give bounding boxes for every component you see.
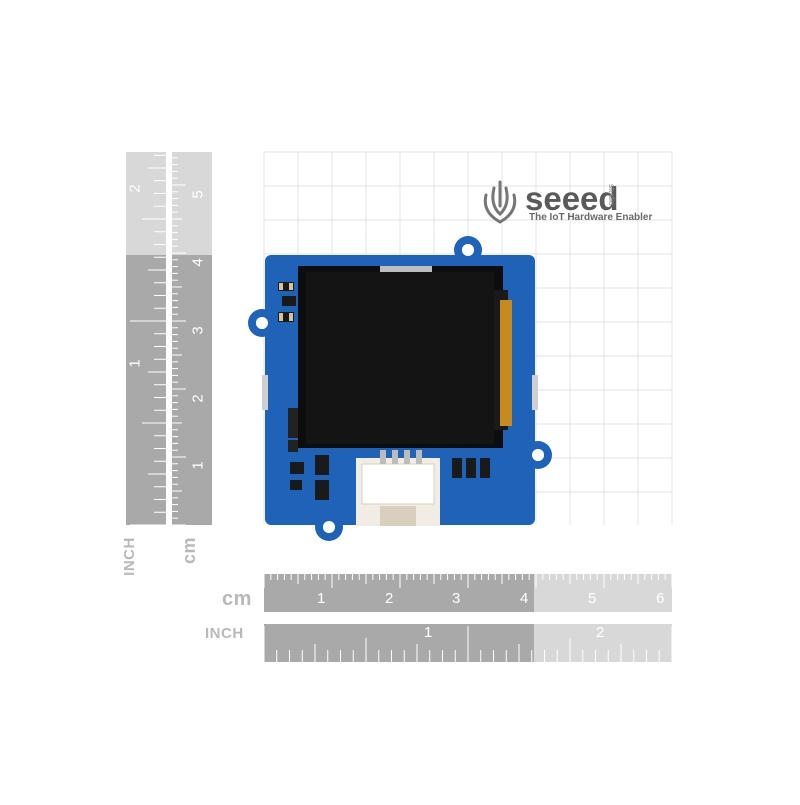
vcm-number-2: 2 (189, 394, 207, 403)
cm-number-1: 1 (317, 590, 326, 607)
cm-label: cm (222, 588, 252, 610)
vertical-inch-ruler (126, 152, 166, 526)
vertical-inch-label: INCH (120, 537, 138, 576)
grove-oled-board (248, 236, 552, 541)
smd-components (278, 282, 490, 500)
brand-sub: studio (607, 184, 616, 206)
horizontal-cm-ruler (263, 574, 673, 612)
cm-number-5: 5 (588, 590, 597, 607)
brand-name: seeed (525, 180, 619, 217)
horizontal-inch-ruler (263, 624, 673, 662)
vertical-cm-ruler (172, 152, 212, 526)
vcm-number-3: 3 (189, 326, 207, 335)
vcm-number-1: 1 (189, 461, 207, 470)
vertical-cm-label: cm (179, 536, 200, 565)
cm-number-2: 2 (385, 590, 394, 607)
inch-number-2: 2 (596, 624, 605, 641)
cm-number-6: 6 (656, 590, 665, 607)
cm-number-4: 4 (520, 590, 529, 607)
vcm-number-4: 4 (189, 258, 207, 267)
vcm-number-5: 5 (189, 190, 207, 199)
inch-label: INCH (205, 625, 244, 642)
inch-number-1: 1 (424, 624, 433, 641)
seeed-logo-icon (483, 180, 517, 224)
oled-display (298, 266, 512, 448)
grove-connector (356, 450, 440, 526)
vinch-number-1: 1 (126, 359, 144, 368)
brand-tagline: The IoT Hardware Enabler (529, 212, 653, 223)
cm-number-3: 3 (452, 590, 461, 607)
vinch-number-2: 2 (126, 184, 144, 193)
